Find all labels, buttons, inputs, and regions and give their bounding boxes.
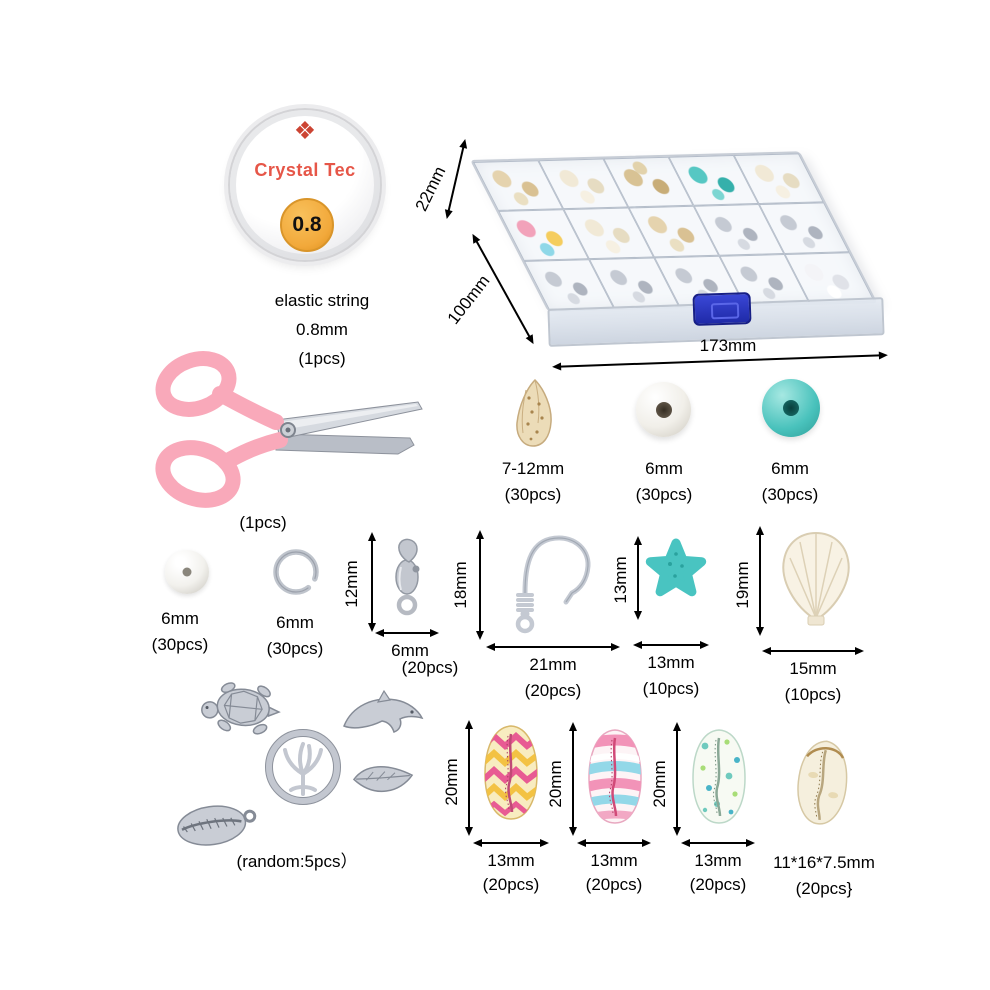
hook-height-label: 18mm — [451, 561, 470, 609]
cowrie3-height-label: 20mm — [650, 760, 669, 808]
dim-arrow-hook-width — [486, 642, 620, 651]
conch-qty-label: (30pcs) — [504, 485, 562, 504]
cowrie3-qty-label: (20pcs) — [689, 875, 747, 894]
spool-caption-line3: (1pcs) — [298, 349, 346, 368]
dim-arrow-scallop-height — [755, 526, 764, 636]
cowrie1-qty-label: (20pcs) — [482, 875, 540, 894]
cowrie2-qty-label: (20pcs) — [585, 875, 643, 894]
jump-ring-size-label: 6mm — [276, 613, 314, 632]
cowrie4-qty-label: (20pcs} — [795, 879, 853, 898]
scissors-qty-label: (1pcs) — [239, 513, 287, 532]
scissors — [148, 342, 428, 522]
dim-arrow-cowrie1-height — [464, 720, 473, 836]
pearl-caption: 6mm (30pcs) — [125, 606, 235, 658]
scallop-shell — [770, 528, 862, 633]
cowrie3-width-label: 13mm — [694, 851, 742, 870]
turquoise-bead-size-label: 6mm — [771, 459, 809, 478]
dim-arrow-scallop-width — [762, 646, 864, 655]
box-depth-label: 100mm — [443, 271, 494, 328]
tree-of-life-charm — [262, 726, 344, 813]
dim-arrow-cowrie2-width — [577, 838, 651, 847]
jump-ring-caption: 6mm (30pcs) — [240, 610, 350, 662]
white-bead-caption: 6mm (30pcs) — [609, 456, 719, 508]
dim-arrow-clasp-width — [375, 628, 439, 637]
turtle-charm — [187, 671, 293, 748]
starfish-height-label: 13mm — [611, 556, 630, 604]
white-bead-size-label: 6mm — [645, 459, 683, 478]
spool-caption-line2: 0.8mm — [296, 320, 348, 339]
cowrie-shell-zigzag — [479, 722, 543, 829]
conch-caption: 7-12mm (30pcs) — [478, 456, 588, 508]
dim-arrow-cowrie3-width — [681, 838, 755, 847]
cowrie-charm — [169, 796, 263, 859]
clasp-qty-label: (20pcs) — [401, 658, 459, 677]
cowrie2-width-label: 13mm — [590, 851, 638, 870]
dim-arrow-cowrie2-height — [568, 722, 577, 836]
brand-diamond-icon: ❖ — [293, 117, 317, 145]
scallop-height-label: 19mm — [733, 561, 752, 609]
cowrie4-size-label: 11*16*7.5mm — [773, 853, 875, 872]
leaf-charm — [344, 752, 417, 816]
box-width-label: 173mm — [699, 336, 757, 355]
spool-size-badge: 0.8 — [280, 198, 334, 252]
dolphin-charm — [338, 688, 428, 748]
cowrie1-width-label: 13mm — [487, 851, 535, 870]
cowrie-shell-striped — [583, 726, 647, 833]
white-bead-qty-label: (30pcs) — [635, 485, 693, 504]
scallop-width-label: 15mm — [789, 659, 837, 678]
pearl-size-label: 6mm — [161, 609, 199, 628]
scallop-qty-label: (10pcs) — [784, 685, 842, 704]
elastic-string-spool: ❖ Crystal Tec 0.8 — [228, 108, 382, 262]
box-clasp — [692, 291, 752, 327]
dim-arrow-starfish-height — [633, 536, 642, 620]
cowrie-shell-natural — [785, 733, 859, 840]
spool-caption: elastic string 0.8mm (1pcs) — [232, 286, 412, 373]
pearl-qty-label: (30pcs) — [151, 635, 209, 654]
cowrie1-height-label: 20mm — [442, 758, 461, 806]
starfish-width-label: 13mm — [647, 653, 695, 672]
clasp-height-label: 12mm — [342, 560, 361, 608]
turquoise-bead-qty-label: (30pcs) — [761, 485, 819, 504]
starfish-qty-label: (10pcs) — [642, 679, 700, 698]
lobster-clasp — [386, 537, 428, 622]
charms-qty-label: (random:5pcs） — [236, 852, 358, 871]
dim-arrow-hook-height — [475, 530, 484, 640]
starfish — [645, 536, 707, 607]
dim-arrow-cowrie3-height — [672, 722, 681, 836]
conch-size-label: 7-12mm — [501, 459, 565, 478]
cowrie2-height-label: 20mm — [546, 760, 565, 808]
turquoise-bead — [762, 379, 820, 437]
hook-qty-label: (20pcs) — [524, 681, 582, 700]
clasp-width-label: 6mm — [391, 641, 429, 660]
spool-caption-line1: elastic string — [274, 291, 370, 310]
earring-hook — [492, 528, 607, 641]
cowrie-shell-speckled — [687, 726, 751, 833]
white-bead — [636, 382, 691, 437]
storage-box-top — [470, 151, 878, 312]
spool-brand-text: Crystal Tec — [254, 160, 356, 180]
hook-width-label: 21mm — [529, 655, 577, 674]
turquoise-bead-caption: 6mm (30pcs) — [735, 456, 845, 508]
dim-arrow-starfish-width — [633, 640, 709, 649]
dim-arrow-cowrie1-width — [473, 838, 549, 847]
conch-shell — [506, 378, 564, 453]
dim-arrow-clasp-height — [367, 532, 376, 632]
jump-ring — [270, 546, 322, 603]
jump-ring-qty-label: (30pcs) — [266, 639, 324, 658]
pearl-bead — [165, 550, 209, 594]
